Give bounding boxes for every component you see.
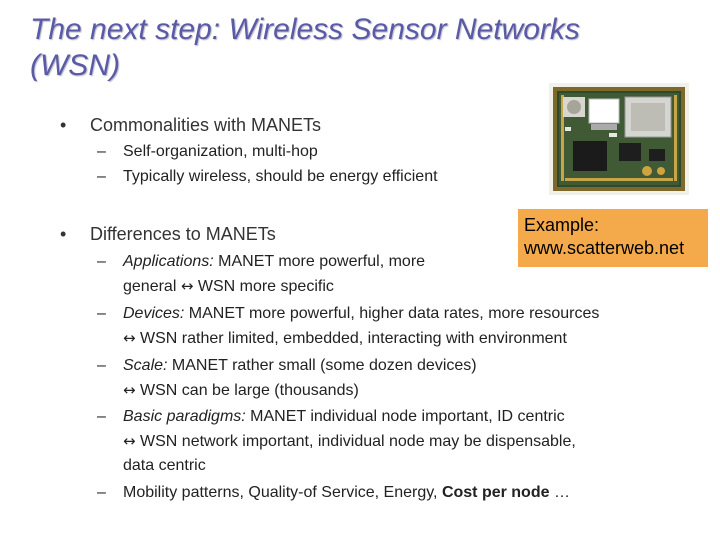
devices-text-2: WSN rather limited, embedded, interactin… xyxy=(135,330,567,347)
paradigms-text-3: data centric xyxy=(123,457,206,474)
term-paradigms: Basic paradigms: xyxy=(123,408,246,425)
title-line-2: (WSN) xyxy=(30,49,120,82)
dash-mark: – xyxy=(97,143,106,160)
double-arrow-icon: ↔ xyxy=(123,381,136,399)
example-url[interactable]: www.scatterweb.net xyxy=(524,238,685,258)
dash-mark: – xyxy=(97,253,106,270)
mobility-ellipsis: … xyxy=(549,484,570,501)
scale-text-2: WSN can be large (thousands) xyxy=(135,382,359,399)
sensor-board-image xyxy=(549,83,689,195)
paradigms-text-2: WSN network important, individual node m… xyxy=(135,433,576,450)
term-applications: Applications: xyxy=(123,253,214,270)
cost-per-node: Cost per node xyxy=(441,484,550,501)
scale-text-1: MANET rather small (some dozen devices) xyxy=(167,357,477,374)
applications-text-2a: general xyxy=(123,278,181,295)
double-arrow-icon: ↔ xyxy=(180,277,194,295)
slide-title: The next step: Wireless Sensor Networks … xyxy=(30,12,690,84)
paradigms-text-1: MANET individual node important, ID cent… xyxy=(245,408,565,425)
example-label: Example: xyxy=(524,215,600,235)
bullet-label: Differences to MANETs xyxy=(90,224,276,244)
sub-item-scale: – Scale: MANET rather small (some dozen … xyxy=(97,354,477,403)
applications-text-1: MANET more powerful, more xyxy=(213,253,426,270)
bullet-commonalities: • Commonalities with MANETs xyxy=(60,114,321,136)
sub-item-text: Typically wireless, should be energy eff… xyxy=(123,168,438,185)
sub-item-paradigms: – Basic paradigms: MANET individual node… xyxy=(97,405,576,478)
term-devices: Devices: xyxy=(123,305,185,322)
dash-mark: – xyxy=(97,357,106,374)
dash-mark: – xyxy=(97,305,106,322)
double-arrow-icon: ↔ xyxy=(123,432,136,450)
bullet-mark: • xyxy=(60,115,67,135)
dash-mark: – xyxy=(97,408,106,425)
double-arrow-icon: ↔ xyxy=(123,329,136,347)
bullet-differences: • Differences to MANETs xyxy=(60,223,276,245)
sub-item: – Typically wireless, should be energy e… xyxy=(97,165,438,189)
sub-item: – Self-organization, multi-hop xyxy=(97,140,318,164)
title-line-1: The next step: Wireless Sensor Networks xyxy=(30,13,580,46)
example-box: Example: www.scatterweb.net xyxy=(518,209,708,267)
dash-mark: – xyxy=(97,484,106,501)
sub-item-text: Self-organization, multi-hop xyxy=(123,143,318,160)
bullet-label: Commonalities with MANETs xyxy=(90,115,322,135)
sub-item-devices: – Devices: MANET more powerful, higher d… xyxy=(97,302,599,351)
dash-mark: – xyxy=(97,168,106,185)
mobility-text: Mobility patterns, Quality-of Service, E… xyxy=(123,484,442,501)
devices-text-1: MANET more powerful, higher data rates, … xyxy=(184,305,600,322)
applications-text-2b: WSN more specific xyxy=(193,278,334,295)
sub-item-mobility: – Mobility patterns, Quality-of Service,… xyxy=(97,481,570,505)
bullet-mark: • xyxy=(60,224,67,244)
sub-item-applications: – Applications: MANET more powerful, mor… xyxy=(97,250,425,299)
term-scale: Scale: xyxy=(123,357,168,374)
